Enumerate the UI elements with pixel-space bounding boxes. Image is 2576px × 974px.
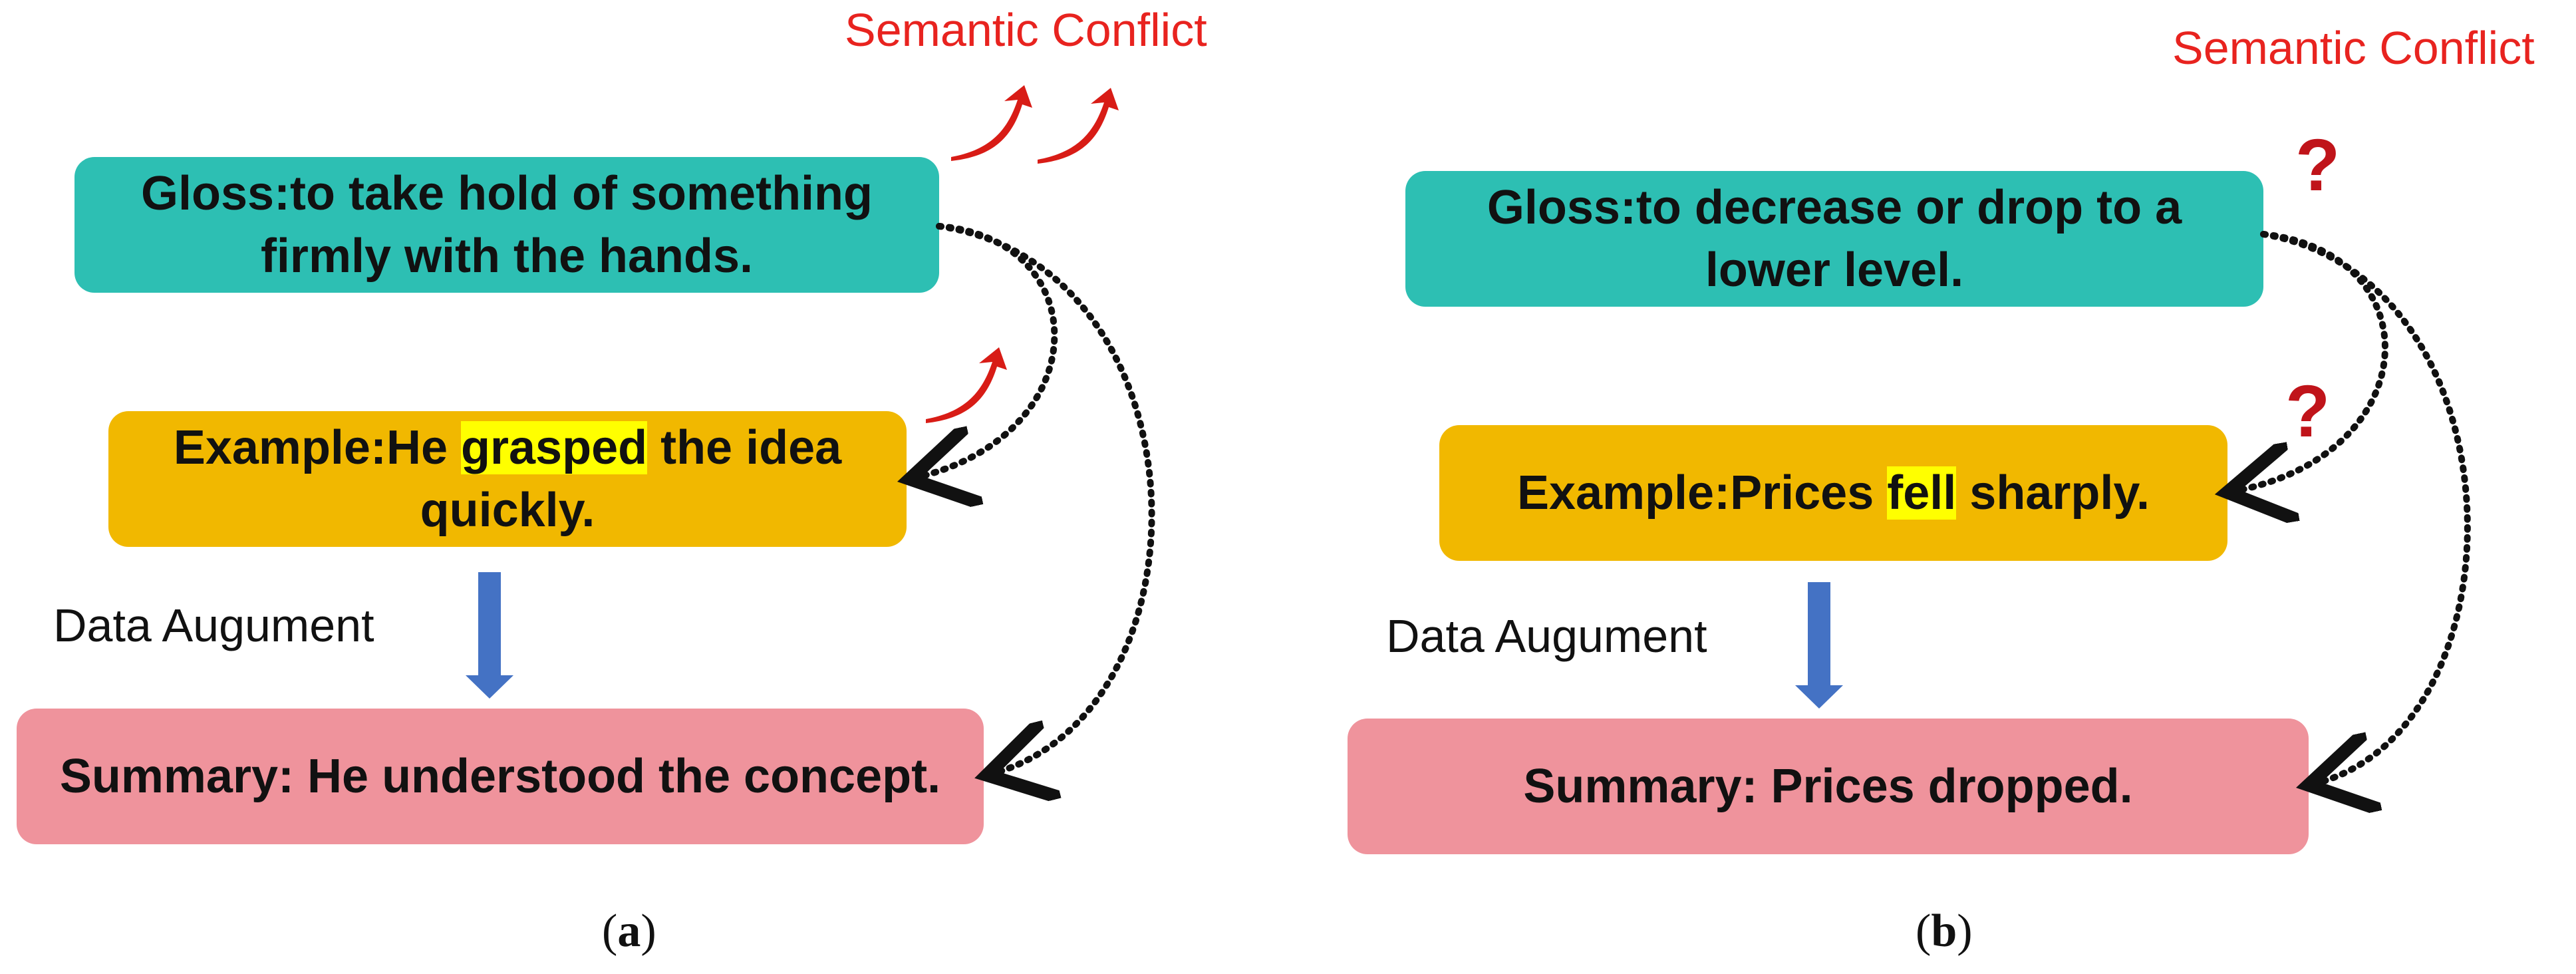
caption-a: (a) — [602, 905, 656, 957]
question-mark-icon: ? — [2295, 124, 2341, 206]
gloss-box: Gloss:to take hold of something firmly w… — [74, 157, 939, 293]
semantic-conflict-label: Semantic Conflict — [845, 4, 1207, 56]
data-augment-label: Data Augument — [1386, 610, 1707, 662]
question-mark-icon: ? — [2285, 371, 2331, 452]
example-box: Example:Prices fell sharply. — [1439, 425, 2227, 561]
data-augment-label: Data Augument — [53, 599, 374, 651]
caption-b: (b) — [1916, 905, 1973, 957]
highlighted-word: fell — [1887, 466, 1957, 520]
semantic-conflict-label: Semantic Conflict — [2172, 22, 2535, 74]
summary-text: Summary: Prices dropped. — [1523, 760, 2133, 813]
gloss-text: Gloss:to take hold of something firmly w… — [140, 167, 873, 283]
panel-a: Semantic Conflict Gloss:to take hold of … — [17, 4, 1207, 957]
panel-b: Semantic Conflict ? ? Gloss:to decrease … — [1288, 0, 2576, 974]
summary-text: Summary: He understood the concept. — [59, 750, 941, 803]
summary-box: Summary: He understood the concept. — [17, 709, 984, 844]
gloss-text: Gloss:to decrease or drop to a lower lev… — [1487, 181, 2182, 297]
example-text: Example:He grasped the idea quickly. — [173, 421, 842, 537]
example-box: Example:He grasped the idea quickly. — [108, 411, 907, 547]
highlighted-word: grasped — [461, 421, 648, 474]
gloss-box: Gloss:to decrease or drop to a lower lev… — [1405, 171, 2263, 307]
summary-box: Summary: Prices dropped. — [1348, 719, 2309, 854]
example-text: Example:Prices fell sharply. — [1516, 466, 2150, 520]
